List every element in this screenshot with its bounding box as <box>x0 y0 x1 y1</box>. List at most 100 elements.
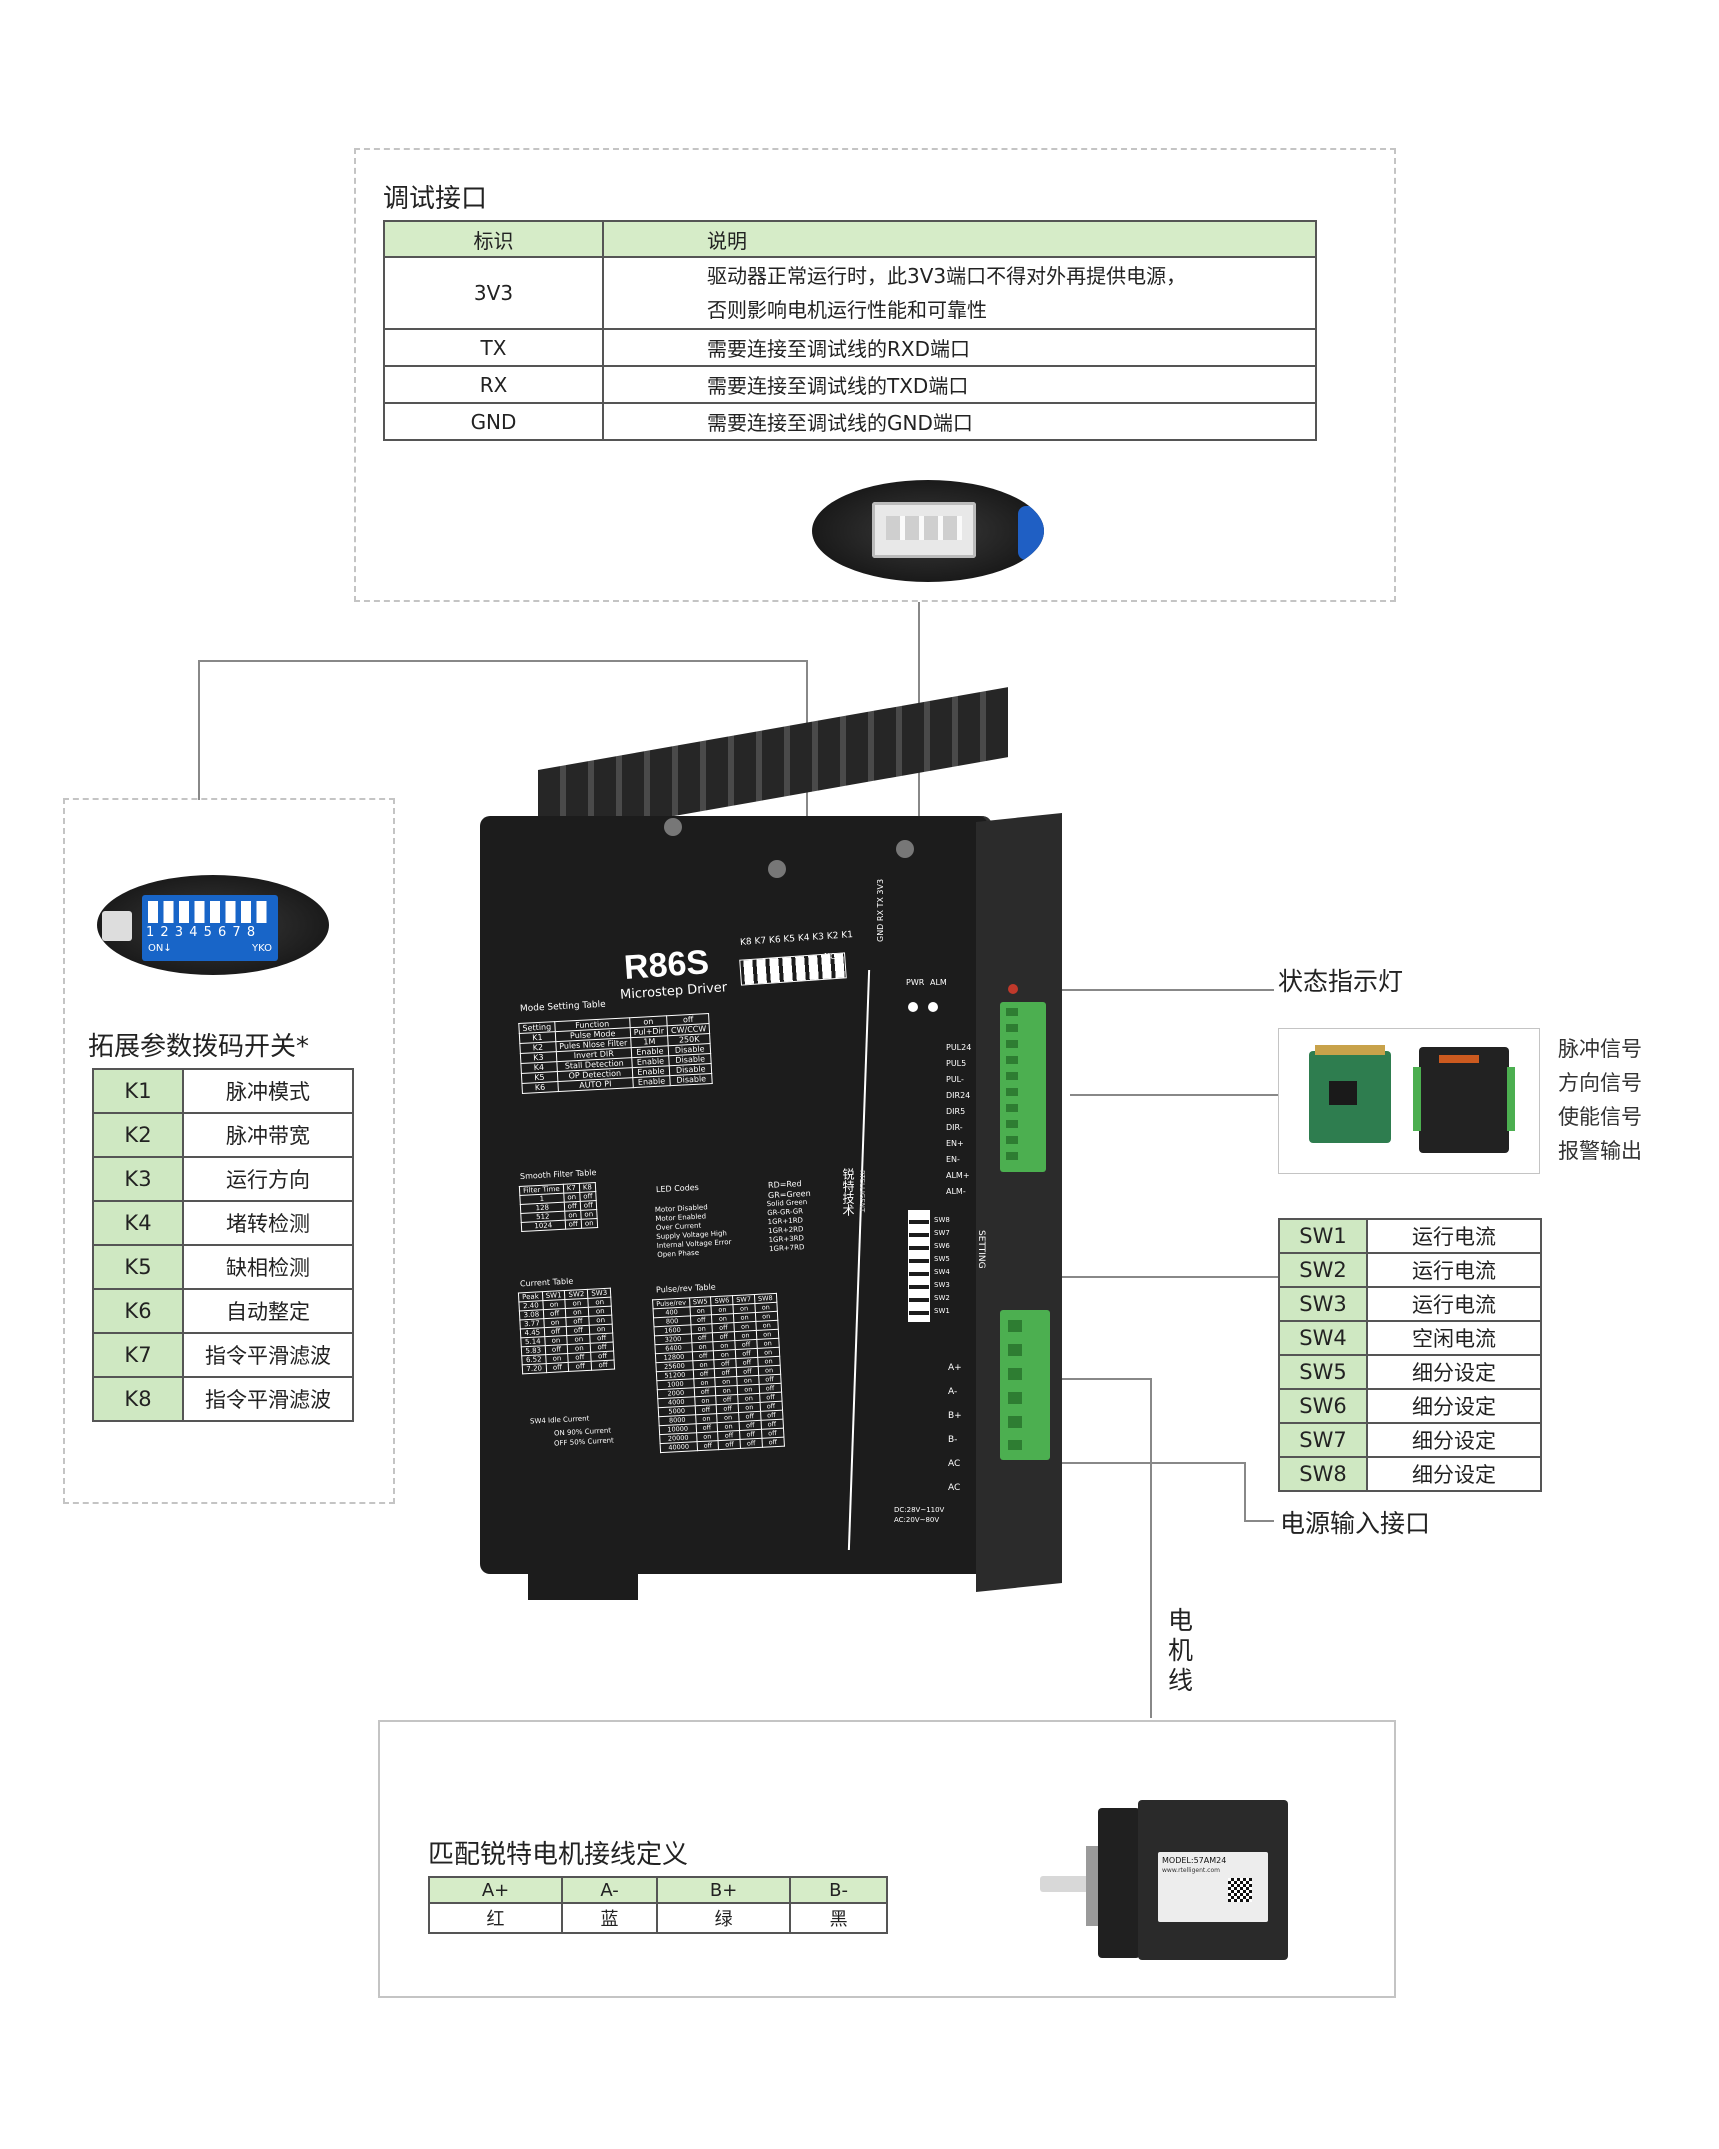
controller-images-panel <box>1278 1028 1540 1174</box>
dip-on-label: ON↓ <box>148 943 172 954</box>
table-cell: SW4 <box>1278 1320 1368 1356</box>
table-cell: 运行方向 <box>182 1156 354 1202</box>
debug-row-desc: 需要连接至调试线的RXD端口 <box>602 328 1317 367</box>
table-row: 3V3 驱动器正常运行时，此3V3端口不得对外再提供电源， 否则影响电机运行性能… <box>383 256 1317 330</box>
table-cell: 空闲电流 <box>1366 1320 1542 1356</box>
table-cell: 指令平滑滤波 <box>182 1332 354 1378</box>
pwr-led-icon <box>908 1002 918 1012</box>
driver-unit: R86S Microstep Driver K8 K7 K6 K5 K4 K3 … <box>478 687 1068 1600</box>
table-cell: K6 <box>92 1288 184 1334</box>
motor-site-label: www.rtelligent.com <box>1162 1867 1220 1874</box>
table-cell: 堵转检测 <box>182 1200 354 1246</box>
dip-numbers: 1 2 3 4 5 6 7 8 <box>146 925 257 940</box>
table-cell: 自动整定 <box>182 1288 354 1334</box>
dip-brand-label: YKO <box>252 943 272 954</box>
dip-switch-image: 1 2 3 4 5 6 7 8 ON↓ YKO <box>97 875 329 975</box>
debug-interface-panel <box>354 148 1396 602</box>
table-cell: Enable <box>632 1075 671 1088</box>
table-row: 红 蓝 绿 黑 <box>427 1902 888 1934</box>
table-cell: off <box>545 1362 570 1373</box>
dip-switch-panel <box>63 798 395 1504</box>
table-cell: 运行电流 <box>1366 1286 1542 1322</box>
signal-direction: 方向信号 <box>1558 1071 1642 1095</box>
table-cell: 40000 <box>660 1441 698 1453</box>
stepper-motor-image: MODEL:57AM24 www.rtelligent.com <box>1040 1790 1300 1970</box>
driver-debug-pins: GND RX TX 3V3 <box>876 878 885 942</box>
table-cell: SW3 <box>587 1288 611 1299</box>
pin-label: B+ <box>948 1411 962 1421</box>
qr-code-icon <box>1228 1878 1252 1902</box>
pin-label: SW7 <box>934 1229 950 1237</box>
pin-label: B- <box>948 1435 958 1445</box>
motor-wiring-panel <box>378 1720 1396 1998</box>
signal-enable: 使能信号 <box>1558 1105 1642 1129</box>
pcb-card-image <box>1309 1045 1391 1143</box>
table-cell: K5 <box>92 1244 184 1290</box>
power-input-label: 电源输入接口 <box>1280 1509 1431 1538</box>
table-cell: 运行电流 <box>1366 1252 1542 1288</box>
led-legend-1: RD=Red <box>767 1179 802 1190</box>
table-cell: SW5 <box>1278 1354 1368 1390</box>
table-cell: SW2 <box>1278 1252 1368 1288</box>
pin-label: SW4 <box>934 1268 950 1276</box>
table-cell: Disable <box>669 1073 713 1086</box>
pin-label: DIR5 <box>946 1107 966 1116</box>
table-cell: 细分设定 <box>1366 1422 1542 1458</box>
debug-header-desc: 说明 <box>602 220 1317 258</box>
status-led-label: 状态指示灯 <box>1278 967 1404 996</box>
wire-color: 黑 <box>789 1902 888 1934</box>
table-cell: 细分设定 <box>1366 1354 1542 1390</box>
alm-led-icon <box>928 1002 938 1012</box>
table-cell: on <box>580 1218 598 1229</box>
debug-row-id: RX <box>383 365 604 404</box>
table-cell: K4 <box>92 1200 184 1246</box>
table-row: RX 需要连接至调试线的TXD端口 <box>383 365 1317 404</box>
table-cell: K2 <box>92 1112 184 1158</box>
table-cell: off <box>740 1438 763 1449</box>
driver-brand-cn: 锐特技术 <box>841 1168 855 1216</box>
pin-label: SW3 <box>934 1281 950 1289</box>
setting-label: SETTING <box>976 1230 986 1269</box>
table-cell: 脉冲带宽 <box>182 1112 354 1158</box>
debug-row-desc: 否则影响电机运行性能和可靠性 <box>707 298 987 322</box>
table-cell: SW6 <box>1278 1388 1368 1424</box>
table-cell: K3 <box>92 1156 184 1202</box>
debug-row-desc: 需要连接至调试线的GND端口 <box>602 402 1317 441</box>
driver-dip-no: NO <box>824 952 837 961</box>
debug-interface-table: 标识 说明 3V3 驱动器正常运行时，此3V3端口不得对外再提供电源， 否则影响… <box>383 220 1317 441</box>
table-cell: SW8 <box>1278 1456 1368 1492</box>
debug-row-id: TX <box>383 328 604 367</box>
table-cell: K8 <box>92 1376 184 1422</box>
pin-label: DIR- <box>946 1123 963 1132</box>
pin-label: AC <box>948 1459 961 1469</box>
power-spec-1: DC:28V~110V <box>894 1506 945 1514</box>
pin-label: PUL5 <box>946 1059 967 1068</box>
wire-color: 蓝 <box>561 1902 659 1934</box>
sw-dip-switch <box>908 1210 930 1322</box>
pin-label: A- <box>948 1387 958 1397</box>
table-cell: 运行电流 <box>1366 1218 1542 1254</box>
signal-list: 脉冲信号 方向信号 使能信号 报警输出 <box>1558 1032 1642 1168</box>
debug-interface-title: 调试接口 <box>383 184 488 214</box>
power-terminal-block <box>1000 1310 1050 1460</box>
debug-row-id: 3V3 <box>383 256 604 330</box>
table-row: GND 需要连接至调试线的GND端口 <box>383 402 1317 441</box>
